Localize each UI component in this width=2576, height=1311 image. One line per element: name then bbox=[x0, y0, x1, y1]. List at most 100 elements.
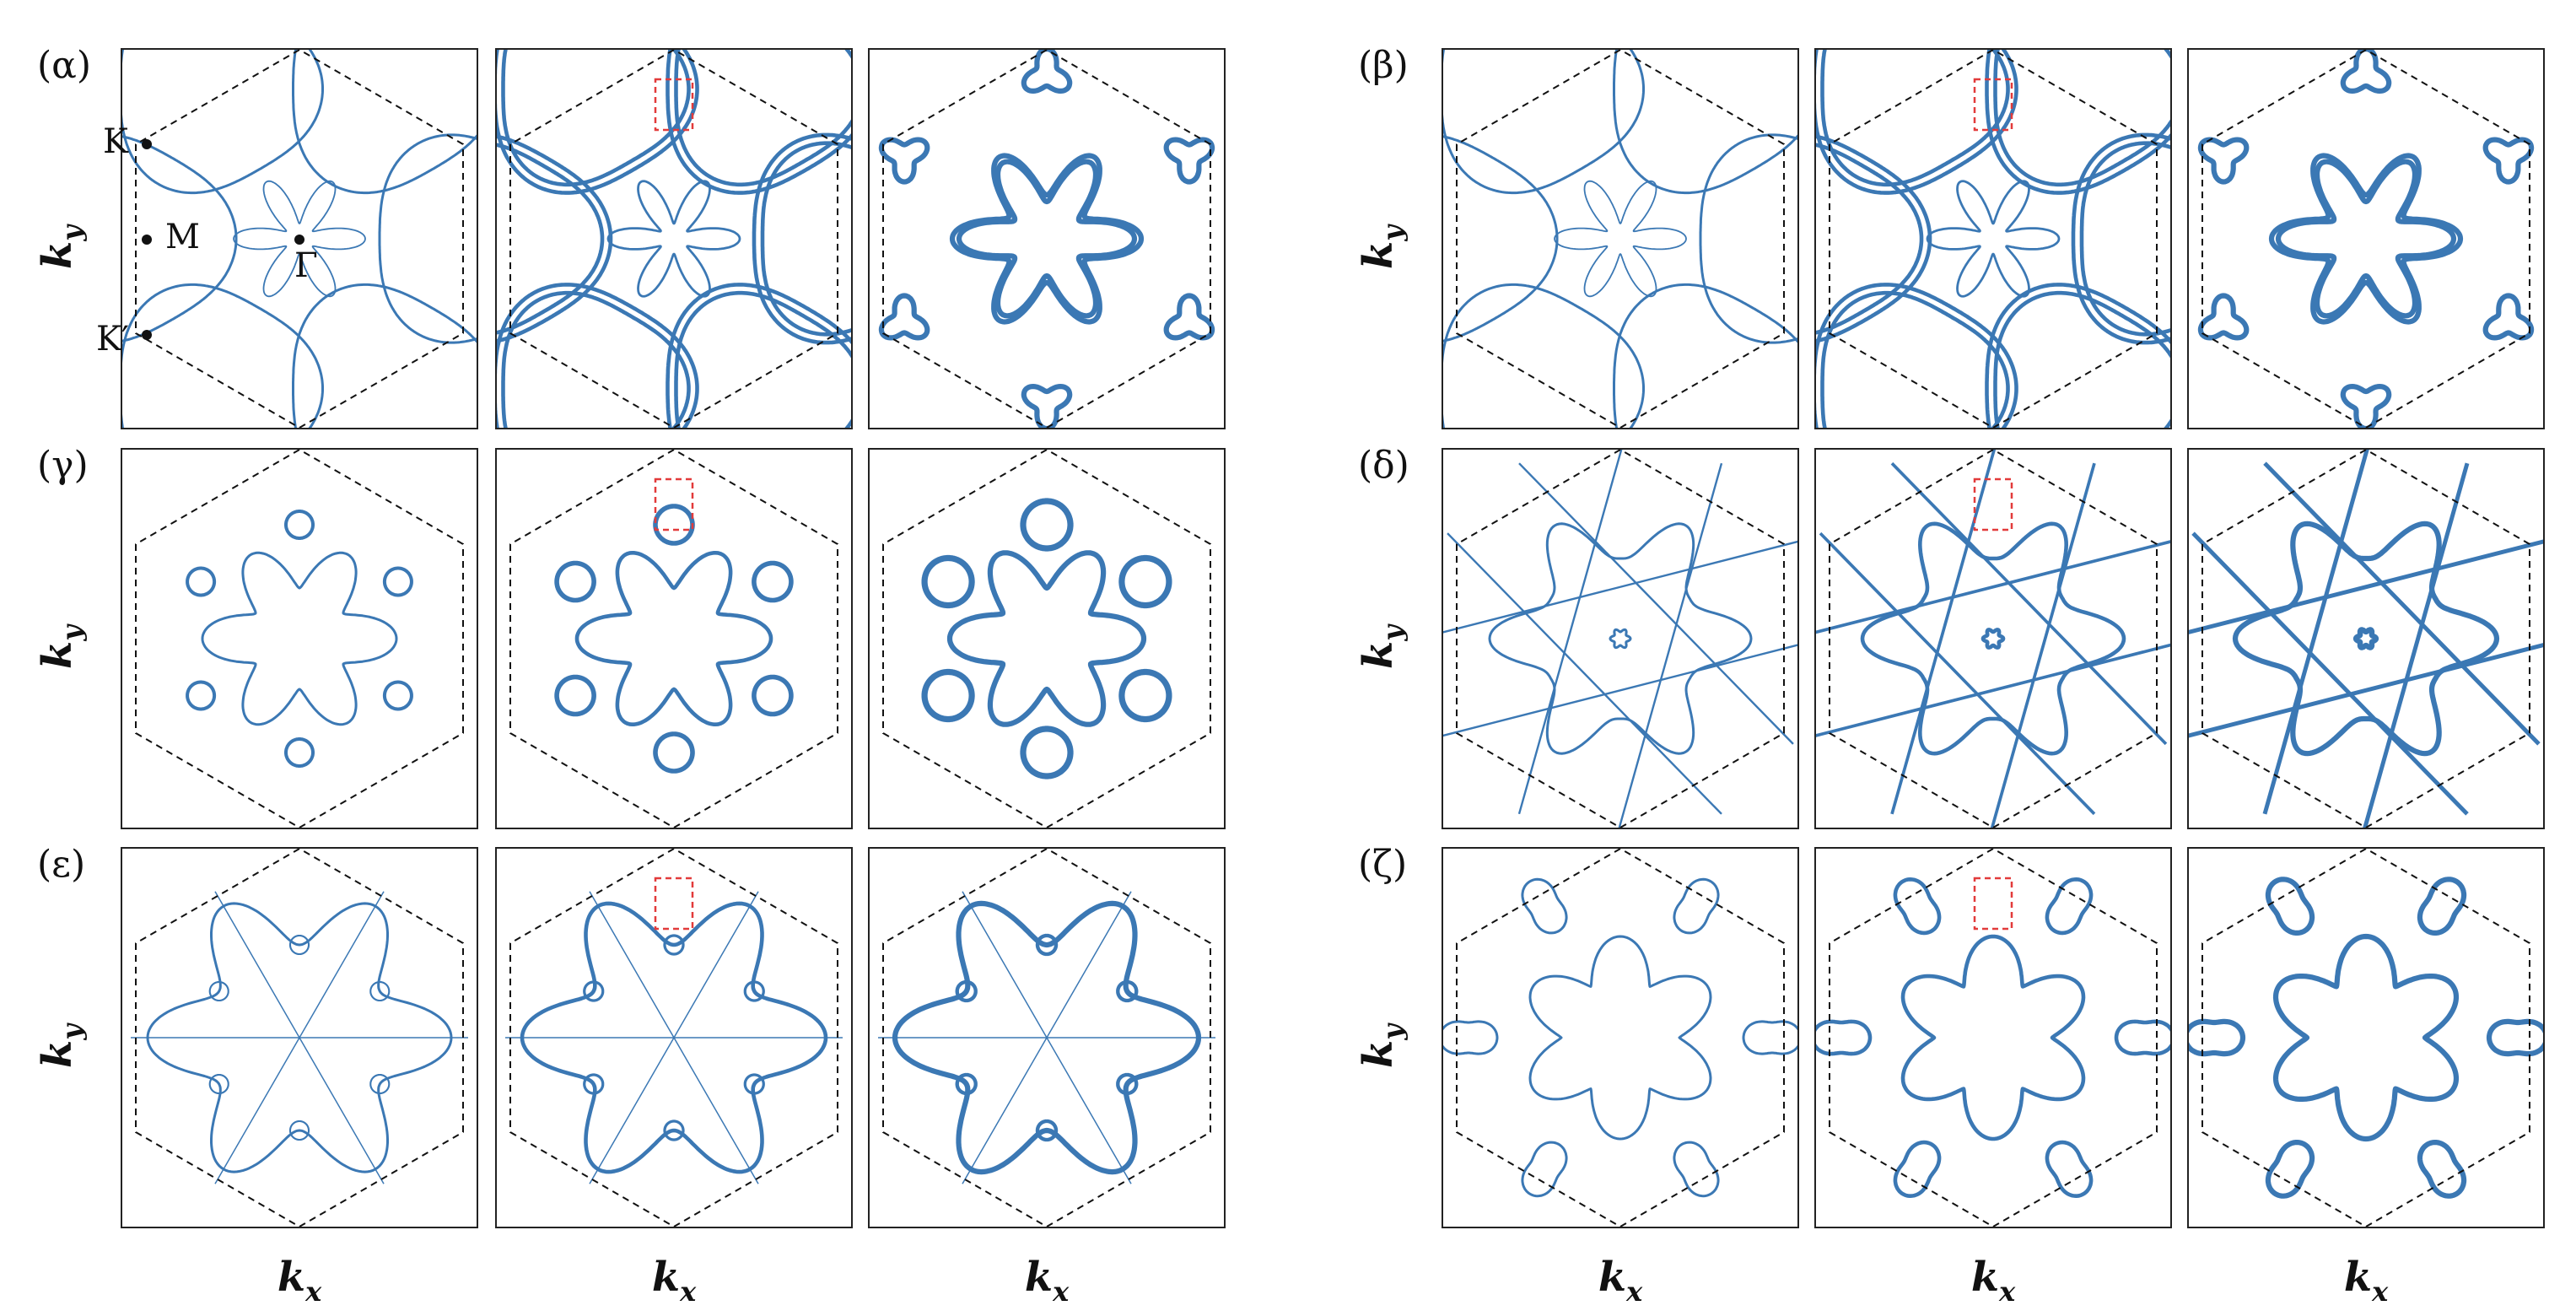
highlight-box bbox=[1973, 877, 2013, 931]
band-pocket bbox=[2265, 877, 2315, 936]
highlight-box bbox=[1973, 78, 2013, 132]
band-star-inner bbox=[956, 159, 1138, 319]
band-pocket bbox=[1116, 979, 1139, 1003]
group-label-beta: (β) bbox=[1358, 44, 1409, 87]
band-pocket bbox=[208, 1073, 229, 1095]
band-loop-inner bbox=[501, 49, 691, 187]
band-line bbox=[1442, 644, 1798, 737]
band-pocket bbox=[1118, 668, 1172, 723]
panel-frame bbox=[1814, 847, 2172, 1228]
hs-label: K′ bbox=[96, 320, 129, 359]
y-axis-label: ky bbox=[34, 224, 88, 269]
band-lobes bbox=[1528, 935, 1712, 1141]
band-line bbox=[2191, 531, 2469, 816]
hs-point-m bbox=[142, 235, 152, 245]
band-pocket bbox=[663, 934, 685, 956]
band-pocket bbox=[2197, 137, 2250, 185]
panel-grid bbox=[121, 48, 2545, 1228]
band-pocket bbox=[583, 1073, 605, 1095]
band-line bbox=[589, 891, 759, 1184]
panel-frame bbox=[121, 48, 478, 429]
panel-frame bbox=[868, 448, 1226, 829]
band-pocket bbox=[2197, 293, 2250, 341]
panel-gamma-2 bbox=[495, 448, 853, 829]
band-flower bbox=[574, 551, 773, 726]
band-pocket bbox=[1163, 137, 1215, 185]
band-pocket bbox=[921, 554, 975, 609]
band-star bbox=[2268, 153, 2464, 325]
band-pocket bbox=[369, 980, 391, 1002]
brillouin-zone-hexagon bbox=[1456, 449, 1785, 828]
band-line bbox=[1815, 643, 2171, 737]
panel-frame bbox=[1814, 448, 2172, 829]
band-pocket bbox=[1116, 1072, 1139, 1096]
band-loop bbox=[1613, 49, 1798, 195]
panel-alpha-3 bbox=[868, 48, 1226, 429]
band-pocket bbox=[2340, 384, 2392, 429]
panel-frame bbox=[1442, 448, 1799, 829]
band-loop bbox=[752, 132, 852, 345]
x-axis-label: kx bbox=[1598, 1254, 1643, 1308]
band-line bbox=[214, 891, 385, 1184]
highlight-box bbox=[1973, 477, 2013, 531]
band-pocket bbox=[955, 979, 978, 1003]
band-pocket bbox=[2265, 1140, 2315, 1199]
panel-gamma-3 bbox=[868, 448, 1226, 829]
band-pocket bbox=[1020, 498, 1074, 552]
band-loop bbox=[496, 283, 699, 429]
band-lobes bbox=[1900, 934, 2086, 1141]
band-loop bbox=[121, 135, 238, 343]
group-label-gamma: (γ) bbox=[37, 444, 89, 487]
band-pocket bbox=[382, 566, 413, 597]
band-pocket bbox=[208, 980, 229, 1002]
panel-frame bbox=[1814, 48, 2172, 429]
band-line bbox=[2188, 539, 2544, 635]
brillouin-zone-hexagon bbox=[509, 49, 838, 429]
band-loop bbox=[1442, 49, 1645, 195]
band-loop-inner bbox=[2079, 141, 2171, 337]
panel-alpha-2 bbox=[495, 48, 853, 429]
panel-zeta-2 bbox=[1814, 847, 2172, 1228]
band-loop-inner bbox=[674, 49, 852, 187]
y-axis-label: ky bbox=[34, 1022, 88, 1068]
band-loop bbox=[121, 49, 324, 195]
band-pocket bbox=[663, 1119, 685, 1141]
band-pocket bbox=[288, 934, 310, 956]
band-loop-inner bbox=[496, 143, 605, 335]
band-pocket bbox=[743, 1073, 765, 1095]
band-star-inner bbox=[2275, 159, 2457, 319]
group-label-delta: (δ) bbox=[1358, 444, 1409, 487]
band-pocket bbox=[878, 293, 930, 341]
band-pocket bbox=[2417, 1140, 2467, 1199]
band-pocket bbox=[2482, 293, 2535, 341]
panel-frame bbox=[2187, 48, 2545, 429]
panel-frame bbox=[2187, 847, 2545, 1228]
band-center bbox=[233, 180, 366, 298]
band-loop-inner bbox=[674, 290, 852, 429]
band-line bbox=[1890, 449, 1997, 815]
band-line bbox=[1518, 462, 1794, 745]
band-loop bbox=[666, 49, 852, 195]
panel-frame bbox=[868, 48, 1226, 429]
band-loop-inner bbox=[1993, 49, 2171, 187]
x-axis-label: kx bbox=[278, 1254, 322, 1308]
brillouin-zone-hexagon bbox=[1829, 449, 2158, 828]
band-pocket bbox=[369, 1073, 391, 1095]
brillouin-zone-hexagon bbox=[1456, 49, 1785, 429]
band-line bbox=[2362, 462, 2470, 828]
band-line bbox=[962, 891, 1132, 1184]
hs-point-k bbox=[142, 139, 152, 149]
band-pocket bbox=[1893, 1140, 1942, 1198]
band-pocket bbox=[921, 668, 975, 723]
panel-zeta-3 bbox=[2187, 847, 2545, 1228]
band-pocket bbox=[186, 566, 217, 597]
band-core bbox=[1609, 628, 1632, 650]
band-pocket bbox=[554, 674, 596, 717]
band-pocket bbox=[1815, 1019, 1873, 1056]
band-line bbox=[1990, 462, 2096, 828]
group-label-alpha: (α) bbox=[37, 44, 91, 87]
panel-frame bbox=[2187, 448, 2545, 829]
panel-epsilon-3 bbox=[868, 847, 1226, 1228]
band-center bbox=[606, 180, 741, 298]
band-star bbox=[949, 153, 1145, 325]
